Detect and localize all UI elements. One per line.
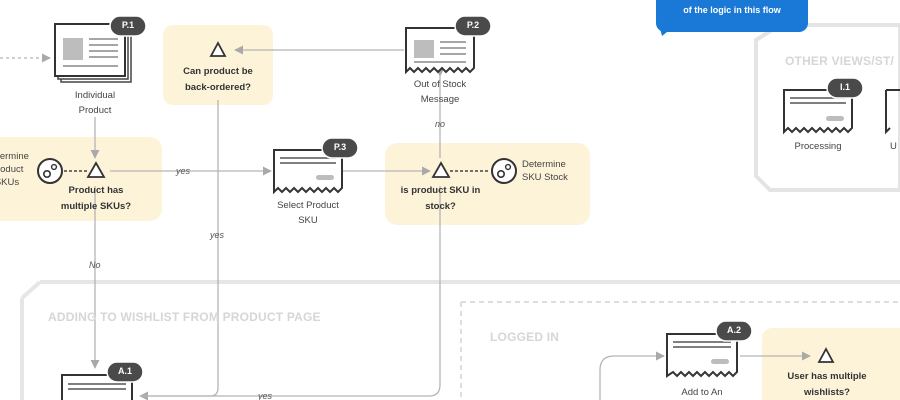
badge-a1-bg [106, 361, 144, 383]
select-product-sku-screen-icon [273, 149, 343, 195]
multiple-skus-decision-icon [86, 161, 106, 178]
other-views-section-title: OTHER VIEWS/ST/ [785, 54, 895, 68]
partial-screen-icon [885, 89, 900, 135]
in-stock-yes-line [140, 186, 441, 397]
edge-label-no-multiple-skus: No [89, 260, 101, 270]
logged-in-section-title: LOGGED IN [490, 330, 560, 344]
badge-a1: A.1 [117, 366, 132, 376]
info-callout-text: of the logic in this flow [683, 5, 781, 15]
other-views-section-border [754, 23, 900, 192]
edge-label-yes-back-ordered: yes [210, 230, 225, 240]
edge-label-no-in-stock: no [435, 119, 446, 129]
add-to-an-label: Add to An [681, 387, 723, 398]
logged-in-entry-line [599, 351, 665, 400]
edge-label-yes-multiple-skus: yes [176, 166, 191, 176]
multiple-skus-decision-bg [0, 137, 162, 221]
badge-p3: P.3 [333, 142, 347, 152]
multiple-wishlists-decision-icon [817, 347, 835, 363]
processing-label: Processing [794, 141, 842, 152]
out-of-stock-screen-icon [405, 27, 475, 75]
determine-skus-gear-icon [37, 158, 63, 184]
multiple-wishlists-decision-bg [762, 328, 900, 400]
processing-screen-icon [783, 89, 853, 135]
back-ordered-decision-icon [209, 41, 227, 57]
badge-p1: P.1 [121, 20, 135, 30]
sku-in-stock-decision-icon [431, 161, 451, 178]
badge-a2: A.2 [726, 325, 741, 335]
determine-product-skus-label: DetermineProductSKUs [0, 151, 29, 188]
badge-p2: P.2 [466, 20, 480, 30]
partial-screen-label: U [890, 141, 897, 152]
sku-in-stock-decision-bg [385, 143, 590, 225]
back-ordered-decision-bg [163, 25, 273, 105]
wishlist-section-title: ADDING TO WISHLIST FROM PRODUCT PAGE [48, 310, 321, 324]
wishlist-section-border [20, 280, 900, 400]
edge-label-yes-in-stock: yes [258, 391, 273, 400]
badge-p2-bg [454, 15, 492, 37]
badge-p1-bg [109, 15, 147, 37]
badge-i1: I.1 [839, 82, 850, 92]
badge-p3-bg [321, 137, 359, 159]
determine-stock-gear-icon [491, 158, 517, 184]
logged-in-section-border [460, 301, 900, 400]
badge-a2-bg [715, 320, 753, 342]
badge-i1-bg [826, 77, 864, 99]
info-callout [656, 0, 808, 32]
add-to-an-screen-icon [666, 333, 738, 378]
